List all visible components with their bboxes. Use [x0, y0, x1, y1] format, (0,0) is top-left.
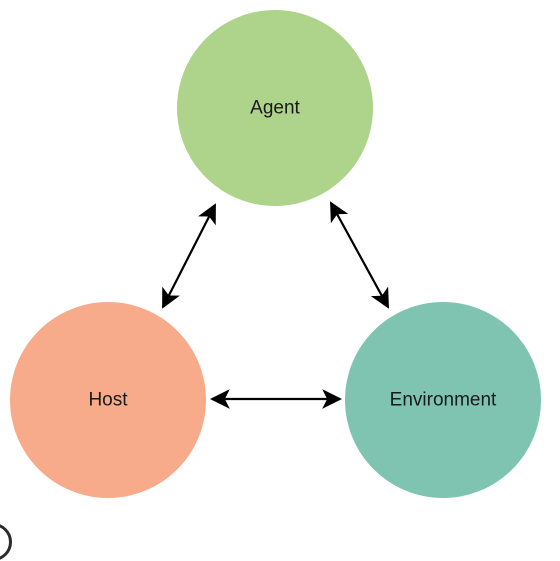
node-host-circle [10, 302, 206, 498]
node-environment-circle [345, 302, 541, 498]
node-agent: Agent [177, 10, 373, 206]
edge-agent-environment [330, 201, 389, 309]
node-environment: Environment [345, 302, 541, 498]
edge-agent-host [162, 203, 216, 309]
node-agent-label: Agent [250, 98, 300, 119]
node-environment-label: Environment [390, 390, 497, 411]
node-agent-circle [177, 10, 373, 206]
node-host: Host [10, 302, 206, 498]
triangle-diagram: Agent Host Environment [10, 10, 541, 498]
node-host-label: Host [88, 390, 128, 411]
